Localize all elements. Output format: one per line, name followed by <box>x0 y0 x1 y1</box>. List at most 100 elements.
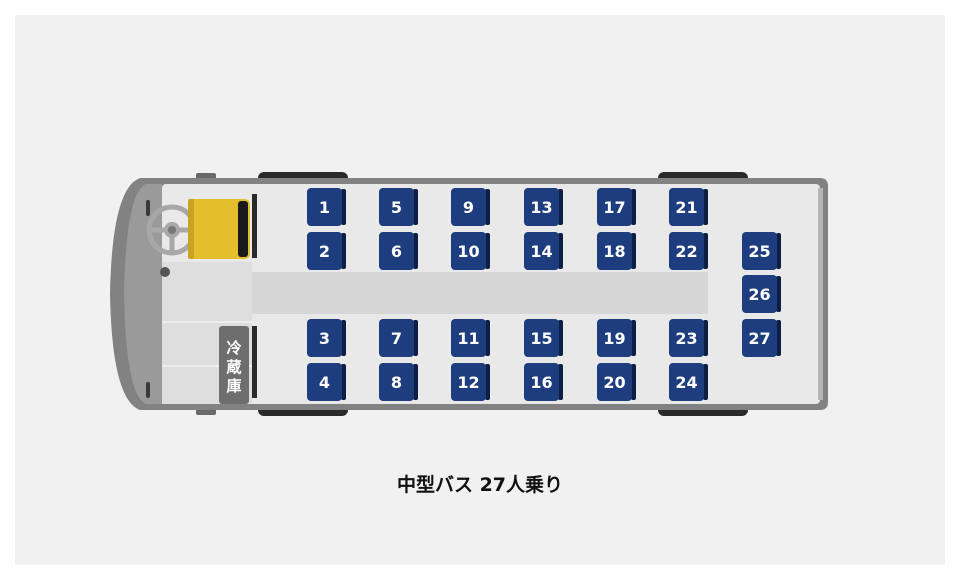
seat-number: 27 <box>748 329 770 348</box>
seat-3[interactable]: 3 <box>307 319 346 357</box>
fridge-label-3: 庫 <box>226 377 241 395</box>
seat-number: 1 <box>319 198 330 217</box>
seat-22[interactable]: 22 <box>669 232 708 270</box>
seat-16[interactable]: 16 <box>524 363 563 401</box>
seat-8[interactable]: 8 <box>379 363 418 401</box>
seat-24[interactable]: 24 <box>669 363 708 401</box>
seat-back <box>341 233 346 269</box>
seat-back <box>558 320 563 356</box>
seat-number: 3 <box>319 329 330 348</box>
seat-cushion <box>742 275 777 313</box>
seat-number: 21 <box>675 198 697 217</box>
seat-back <box>485 364 490 400</box>
seat-back <box>341 320 346 356</box>
seat-number: 4 <box>319 373 330 392</box>
gear-knob-icon <box>160 267 170 277</box>
seat-number: 15 <box>530 329 552 348</box>
seat-25[interactable]: 25 <box>742 232 781 270</box>
seat-14[interactable]: 14 <box>524 232 563 270</box>
seat-cushion <box>669 232 704 270</box>
seat-cushion <box>524 363 559 401</box>
seat-number: 23 <box>675 329 697 348</box>
seat-cushion <box>597 363 632 401</box>
aisle <box>252 272 708 314</box>
seat-17[interactable]: 17 <box>597 188 636 226</box>
seat-back <box>485 189 490 225</box>
seat-number: 17 <box>603 198 625 217</box>
seat-number: 9 <box>463 198 474 217</box>
seat-cushion <box>307 232 342 270</box>
seat-21[interactable]: 21 <box>669 188 708 226</box>
seat-26[interactable]: 26 <box>742 275 781 313</box>
seat-back <box>485 320 490 356</box>
seat-10[interactable]: 10 <box>451 232 490 270</box>
seat-cushion <box>524 232 559 270</box>
rear-bumper <box>818 188 823 400</box>
seat-number: 25 <box>748 242 770 261</box>
seat-cushion <box>451 319 486 357</box>
refrigerator-icon: 冷 蔵 庫 <box>219 326 249 404</box>
seat-back <box>485 233 490 269</box>
seat-number: 22 <box>675 242 697 261</box>
seat-back <box>703 364 708 400</box>
wiper-left <box>146 200 150 216</box>
seat-back <box>776 276 781 312</box>
seat-number: 26 <box>748 285 770 304</box>
seat-cushion <box>379 232 414 270</box>
seat-15[interactable]: 15 <box>524 319 563 357</box>
fridge-label-1: 冷 <box>226 339 241 357</box>
seat-cushion <box>451 363 486 401</box>
seat-cushion <box>451 232 486 270</box>
seat-19[interactable]: 19 <box>597 319 636 357</box>
seat-back <box>631 320 636 356</box>
seat-number: 6 <box>391 242 402 261</box>
driver-seat-icon <box>188 199 250 259</box>
seat-5[interactable]: 5 <box>379 188 418 226</box>
seat-back <box>558 233 563 269</box>
seat-1[interactable]: 1 <box>307 188 346 226</box>
seat-number: 2 <box>319 242 330 261</box>
caption: 中型バス 27人乗り <box>396 474 564 496</box>
seat-cushion <box>379 188 414 226</box>
seat-7[interactable]: 7 <box>379 319 418 357</box>
seat-number: 20 <box>603 373 625 392</box>
seat-18[interactable]: 18 <box>597 232 636 270</box>
seat-11[interactable]: 11 <box>451 319 490 357</box>
seat-number: 24 <box>675 373 697 392</box>
seat-2[interactable]: 2 <box>307 232 346 270</box>
seat-cushion <box>742 319 777 357</box>
seat-back <box>558 189 563 225</box>
seat-back <box>341 364 346 400</box>
seat-number: 7 <box>391 329 402 348</box>
seat-12[interactable]: 12 <box>451 363 490 401</box>
seat-6[interactable]: 6 <box>379 232 418 270</box>
seat-4[interactable]: 4 <box>307 363 346 401</box>
seat-cushion <box>524 188 559 226</box>
seat-number: 18 <box>603 242 625 261</box>
seat-back <box>631 364 636 400</box>
seat-20[interactable]: 20 <box>597 363 636 401</box>
seat-cushion <box>307 363 342 401</box>
seat-27[interactable]: 27 <box>742 319 781 357</box>
wiper-right <box>146 382 150 398</box>
seat-back <box>341 189 346 225</box>
seat-number: 12 <box>457 373 479 392</box>
seat-back <box>703 233 708 269</box>
seat-cushion <box>669 188 704 226</box>
seat-cushion <box>597 232 632 270</box>
seat-back <box>631 189 636 225</box>
seat-number: 11 <box>457 329 479 348</box>
seat-back <box>631 233 636 269</box>
seat-back <box>413 364 418 400</box>
seat-9[interactable]: 9 <box>451 188 490 226</box>
seat-cushion <box>669 319 704 357</box>
seat-cushion <box>379 363 414 401</box>
seat-back <box>703 320 708 356</box>
seat-number: 10 <box>457 242 479 261</box>
partition-front <box>252 194 257 258</box>
seat-13[interactable]: 13 <box>524 188 563 226</box>
seat-cushion <box>597 319 632 357</box>
seat-23[interactable]: 23 <box>669 319 708 357</box>
